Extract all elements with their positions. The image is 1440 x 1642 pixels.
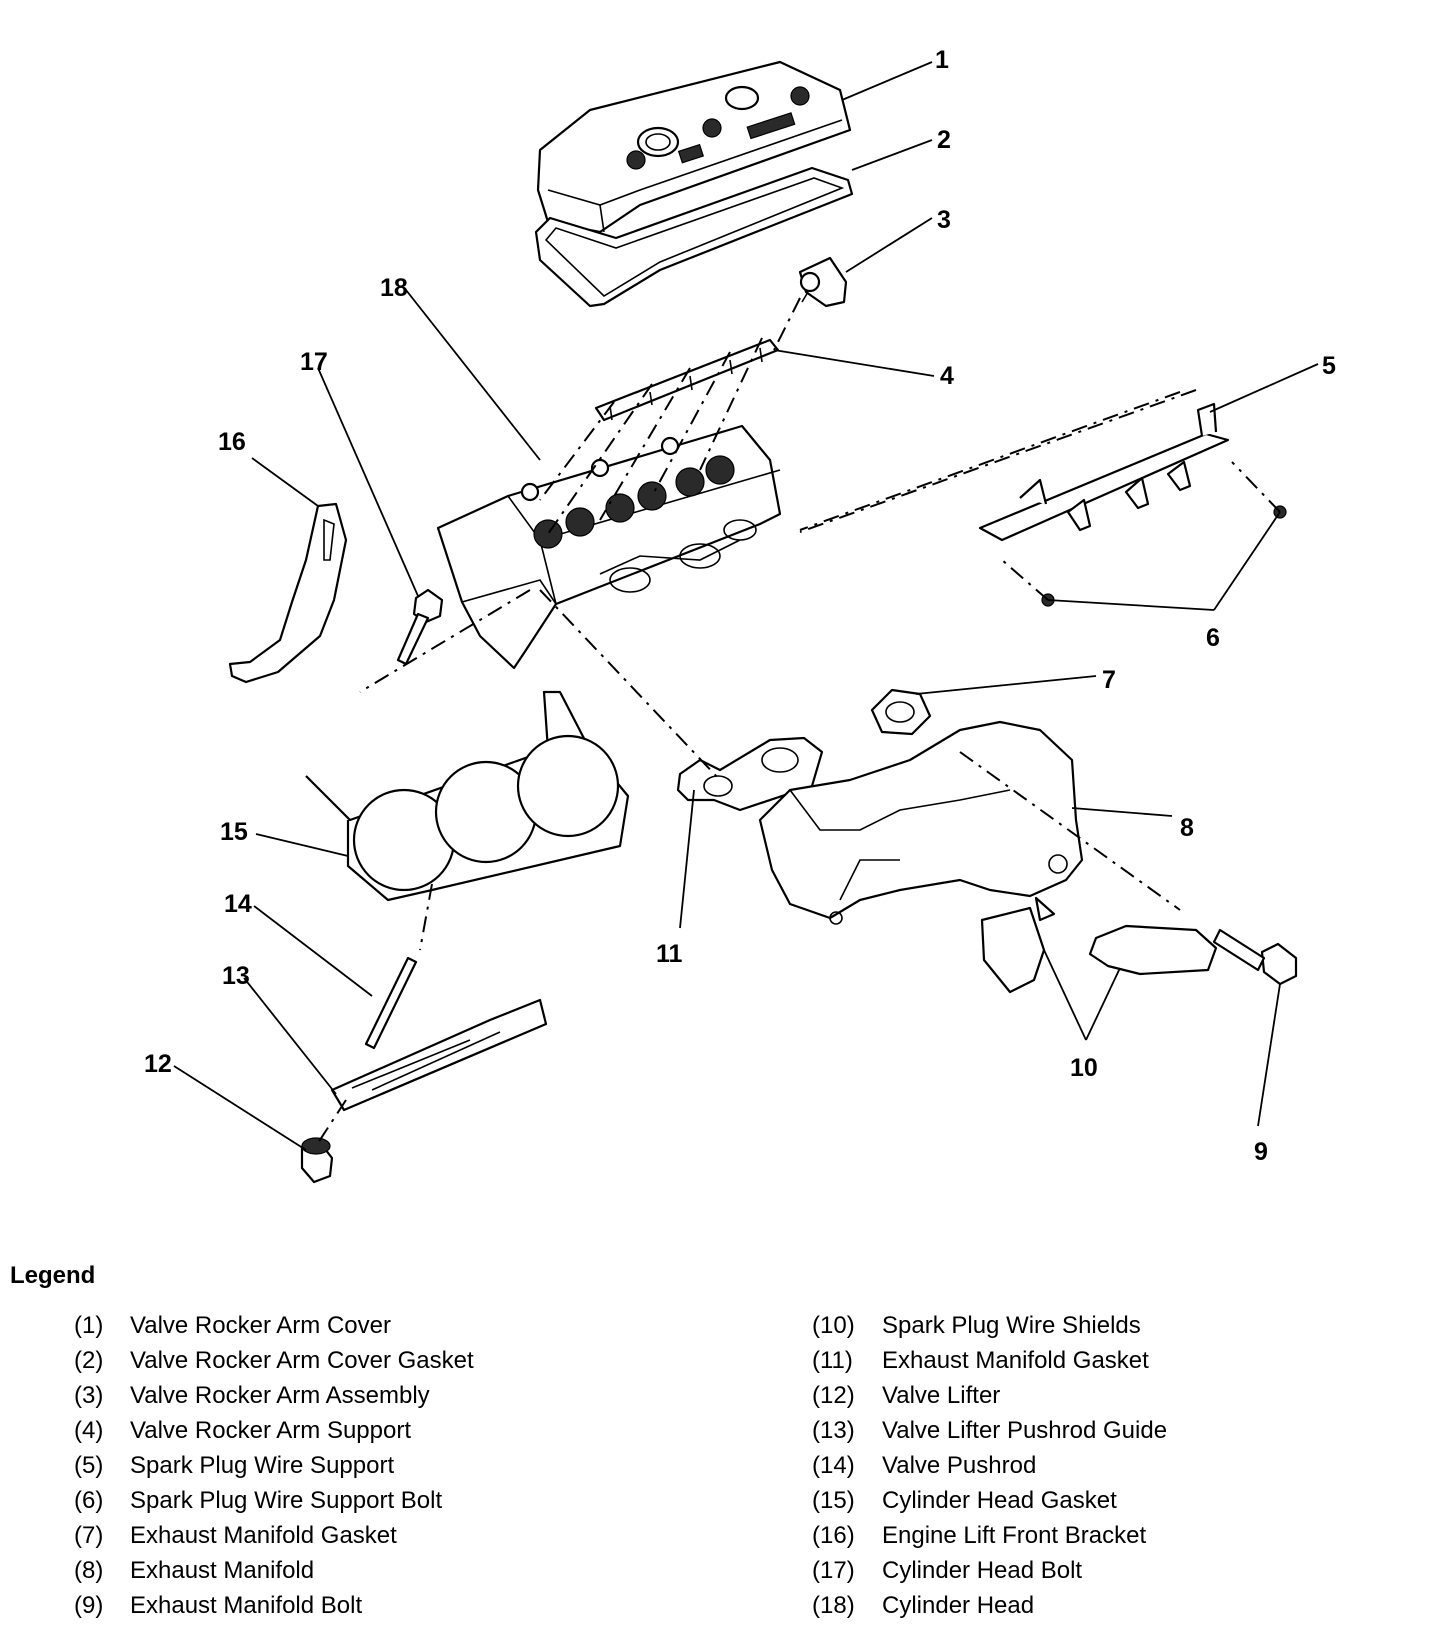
spark-plug-wire-shields: [980, 896, 1218, 994]
legend-item-label: Valve Lifter Pushrod Guide: [882, 1417, 1168, 1444]
legend-item: (12) Valve Lifter: [812, 1378, 1167, 1413]
callout-8: 8: [1180, 814, 1194, 842]
legend-item-number: (2): [74, 1347, 104, 1374]
valve-lifter: [300, 1137, 334, 1184]
legend-item-label: Valve Rocker Arm Support: [130, 1417, 412, 1444]
legend-item: (15) Cylinder Head Gasket: [812, 1483, 1167, 1518]
legend-item-number: (3): [74, 1382, 104, 1409]
legend-item: (3) Valve Rocker Arm Assembly: [74, 1378, 474, 1413]
legend-item: (17) Cylinder Head Bolt: [812, 1553, 1167, 1588]
callout-3: 3: [937, 206, 951, 234]
legend-item-number: (14): [812, 1452, 855, 1479]
legend-item-number: (11): [812, 1347, 853, 1374]
legend-item: (18) Cylinder Head: [812, 1588, 1167, 1623]
cylinder-head: [436, 424, 782, 670]
callout-16: 16: [218, 428, 246, 456]
legend-item-number: (1): [74, 1312, 104, 1339]
callout-5: 5: [1322, 352, 1336, 380]
legend-item-number: (8): [74, 1557, 104, 1584]
legend-item-number: (9): [74, 1592, 104, 1619]
cylinder-head-gasket: [305, 690, 630, 902]
legend-item-label: Cylinder Head Bolt: [882, 1557, 1083, 1584]
callout-10: 10: [1070, 1054, 1098, 1082]
legend-item-number: (7): [74, 1522, 104, 1549]
callout-14: 14: [224, 890, 252, 918]
valve-lifter-pushrod-guide: [330, 998, 548, 1112]
legend-item: (1) Valve Rocker Arm Cover: [74, 1308, 474, 1343]
engine-lift-front-bracket: [228, 502, 348, 684]
legend-item-label: Exhaust Manifold: [130, 1557, 315, 1584]
legend-item-label: Spark Plug Wire Support: [130, 1452, 395, 1479]
legend-item: (13) Valve Lifter Pushrod Guide: [812, 1413, 1167, 1448]
legend-item-label: Valve Lifter: [882, 1382, 1001, 1409]
exploded-view-lines: [315, 297, 1281, 1147]
valve-rocker-arm-cover: [536, 60, 852, 234]
legend-item-number: (13): [812, 1417, 855, 1444]
legend-item-label: Valve Rocker Arm Assembly: [130, 1382, 430, 1409]
callout-4: 4: [940, 362, 954, 390]
valve-pushrod: [364, 956, 418, 1050]
legend-item: (16) Engine Lift Front Bracket: [812, 1518, 1167, 1553]
exhaust-manifold-gasket-7: [870, 688, 932, 736]
legend-column-right: (10) Spark Plug Wire Shields (11) Exhaust …: [812, 1308, 1167, 1623]
legend-item-label: Exhaust Manifold Bolt: [130, 1592, 363, 1619]
callout-6: 6: [1206, 624, 1220, 652]
spark-plug-wire-support: [978, 402, 1230, 542]
legend-item: (2) Valve Rocker Arm Cover Gasket: [74, 1343, 474, 1378]
callout-17: 17: [300, 348, 328, 376]
legend-column-left: (1) Valve Rocker Arm Cover (2) Valve Rocke…: [74, 1308, 474, 1623]
cylinder-head-bolt: [396, 588, 444, 666]
legend-item-number: (16): [812, 1522, 855, 1549]
valve-rocker-arm-assembly: [798, 256, 848, 308]
legend-item-label: Spark Plug Wire Support Bolt: [130, 1487, 443, 1514]
legend-item-number: (5): [74, 1452, 104, 1479]
legend-item-number: (17): [812, 1557, 855, 1584]
legend-item-label: Spark Plug Wire Shields: [882, 1312, 1141, 1339]
legend-item: (6) Spark Plug Wire Support Bolt: [74, 1483, 474, 1518]
callout-15: 15: [220, 818, 248, 846]
callout-9: 9: [1254, 1138, 1268, 1166]
legend-item-label: Cylinder Head Gasket: [882, 1487, 1117, 1514]
exploded-parts-diagram: 1 2 3 4 5 6 7 8 9 10 11 12 13 14 15 16 1…: [144, 46, 1336, 1184]
legend-item: (4) Valve Rocker Arm Support: [74, 1413, 474, 1448]
legend-item: (10) Spark Plug Wire Shields: [812, 1308, 1167, 1343]
legend-item-number: (12): [812, 1382, 855, 1409]
legend-item-label: Cylinder Head: [882, 1592, 1035, 1619]
legend-item: (9) Exhaust Manifold Bolt: [74, 1588, 474, 1623]
exhaust-manifold-bolt: [1212, 928, 1298, 986]
legend-item-label: Valve Pushrod: [882, 1452, 1037, 1479]
legend-item-label: Exhaust Manifold Gasket: [882, 1347, 1149, 1374]
legend-item-label: Engine Lift Front Bracket: [882, 1522, 1147, 1549]
legend-item-number: (15): [812, 1487, 855, 1514]
legend-item: (8) Exhaust Manifold: [74, 1553, 474, 1588]
legend-item-number: (10): [812, 1312, 855, 1339]
callout-1: 1: [935, 46, 949, 74]
callout-7: 7: [1102, 666, 1116, 694]
legend-item: (11) Exhaust Manifold Gasket: [812, 1343, 1167, 1378]
legend-item-label: Valve Rocker Arm Cover Gasket: [130, 1347, 474, 1374]
exhaust-manifold-gasket-11: [676, 736, 824, 812]
legend-item-label: Valve Rocker Arm Cover: [130, 1312, 391, 1339]
callout-13: 13: [222, 962, 250, 990]
valve-rocker-arm-support: [594, 338, 780, 422]
callout-18: 18: [380, 274, 408, 302]
callout-12: 12: [144, 1050, 172, 1078]
legend-item-number: (6): [74, 1487, 104, 1514]
leader-lines: [173, 61, 1319, 1151]
callout-labels: 1 2 3 4 5 6 7 8 9 10 11 12 13 14 15 16 1…: [144, 46, 1336, 1166]
legend-title: Legend: [10, 1262, 96, 1289]
legend-item-number: (18): [812, 1592, 855, 1619]
callout-2: 2: [937, 126, 951, 154]
legend-item-label: Exhaust Manifold Gasket: [130, 1522, 397, 1549]
legend-item-number: (4): [74, 1417, 104, 1444]
legend-item: (7) Exhaust Manifold Gasket: [74, 1518, 474, 1553]
callout-11: 11: [656, 940, 683, 968]
exhaust-manifold: [758, 720, 1084, 925]
legend-item: (14) Valve Pushrod: [812, 1448, 1167, 1483]
legend-item: (5) Spark Plug Wire Support: [74, 1448, 474, 1483]
valve-rocker-arm-cover-gasket: [534, 166, 854, 308]
